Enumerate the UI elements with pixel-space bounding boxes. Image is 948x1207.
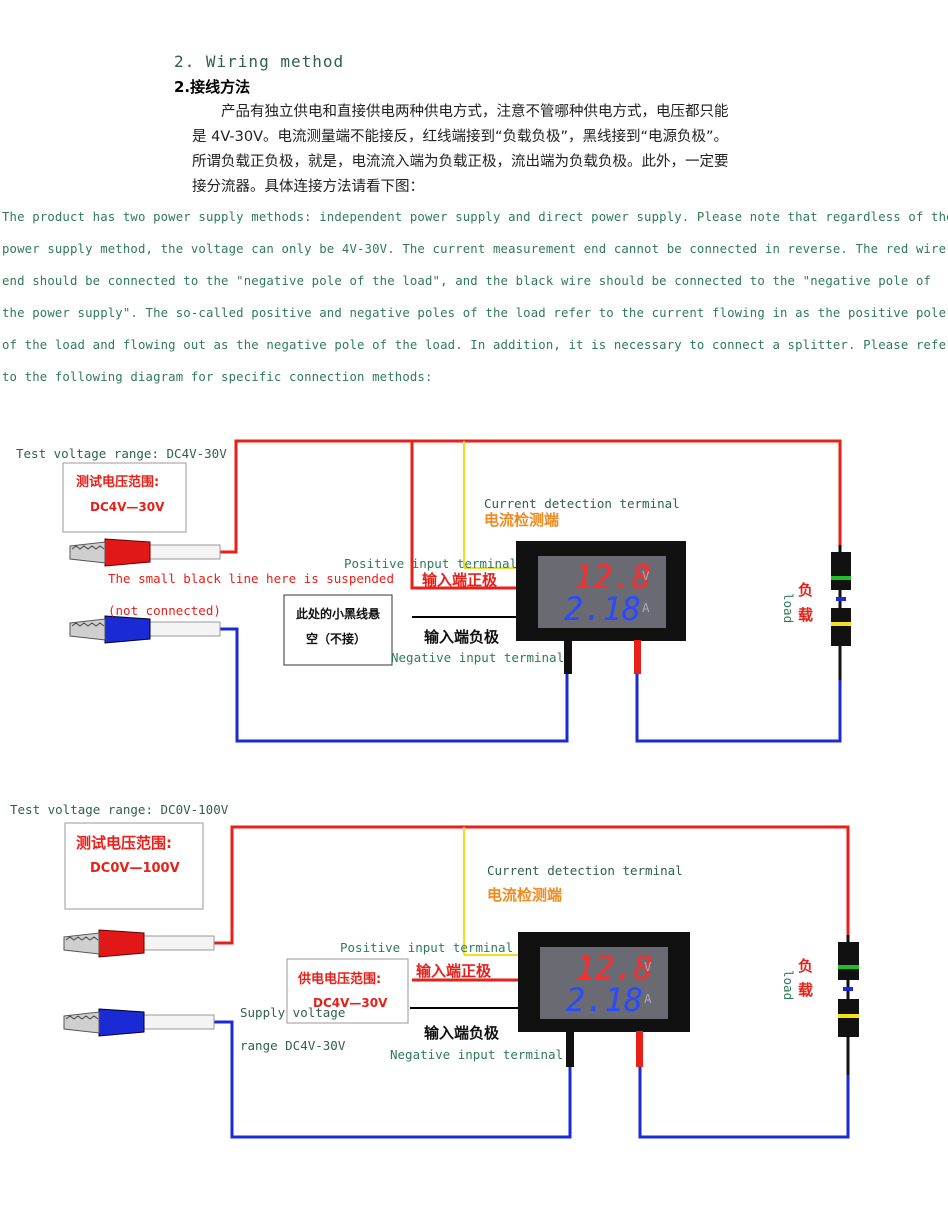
- en-paragraph-line: the power supply". The so-called positiv…: [2, 306, 947, 320]
- zh-paragraph-line: 所谓负载正负极，就是，电流流入端为负载正极，流出端为负载负极。此外，一定要: [192, 154, 729, 170]
- test-range-zh-value-1: DC4V—30V: [90, 500, 165, 514]
- test-range-zh-2: 测试电压范围:: [76, 834, 172, 852]
- unit-a-1: A: [642, 600, 650, 615]
- voltage-reading-1: 12.8: [574, 558, 651, 596]
- negative-en-1: Negative input terminal: [391, 650, 564, 665]
- supply-range-zh-2: 供电电压范围:: [297, 971, 381, 987]
- black-line-zh-1: 此处的小黑线悬: [296, 606, 380, 621]
- test-range-zh-1: 测试电压范围:: [76, 474, 159, 490]
- load-zh-1b: 载: [798, 606, 813, 624]
- test-range-en-1: Test voltage range: DC4V-30V: [16, 446, 227, 461]
- not-connected-1: (not connected): [108, 603, 221, 618]
- current-terminal-en-1: Current detection terminal: [484, 496, 680, 511]
- negative-en-2: Negative input terminal: [390, 1047, 563, 1062]
- negative-zh-1: 输入端负极: [424, 628, 500, 646]
- blue-clip-2: [63, 1008, 215, 1037]
- en-paragraph-line: The product has two power supply methods…: [2, 210, 948, 224]
- load-resistor-2: [838, 935, 859, 1075]
- load-en-1: load: [781, 593, 796, 623]
- positive-zh-1: 输入端正极: [422, 571, 498, 589]
- en-paragraph-line: of the load and flowing out as the negat…: [2, 338, 948, 352]
- unit-v-1: V: [642, 568, 650, 583]
- blue-wire-1: [220, 627, 842, 743]
- load-zh-2: 负: [798, 957, 813, 975]
- current-terminal-en-2: Current detection terminal: [487, 863, 683, 878]
- voltage-reading-2: 12.8: [576, 949, 653, 987]
- red-wire-1: [220, 439, 842, 590]
- supply-range-zh-value-2: DC4V—30V: [313, 996, 388, 1010]
- zh-paragraph-line: 接分流器。具体连接方法请看下图：: [192, 179, 424, 195]
- test-range-box-1: [62, 462, 187, 533]
- load-zh-2b: 载: [798, 981, 813, 999]
- blue-wire-2: [214, 1020, 850, 1139]
- positive-en-2: Positive input terminal: [340, 940, 513, 955]
- supply-range-box-2: [286, 958, 409, 1024]
- zh-paragraph-line: 是 4V-30V。电流测量端不能接反，红线端接到“负载负极”，黑线接到“电源负极…: [192, 129, 729, 145]
- suspended-note-1: The small black line here is suspended: [108, 571, 394, 586]
- supply-en-2b: range DC4V-30V: [240, 1038, 346, 1053]
- unit-a-2: A: [644, 991, 652, 1006]
- en-paragraph-line: power supply method, the voltage can onl…: [2, 242, 947, 256]
- panel-meter-1: [516, 541, 686, 674]
- section-title-en: 2. Wiring method: [174, 52, 345, 71]
- panel-meter-2: [518, 932, 690, 1067]
- load-resistor-1: [831, 545, 851, 680]
- current-terminal-zh-2: 电流检测端: [487, 886, 562, 904]
- positive-zh-2: 输入端正极: [416, 962, 492, 980]
- en-paragraph-line: to the following diagram for specific co…: [2, 370, 433, 384]
- red-clip-2: [63, 929, 215, 958]
- unit-v-2: V: [644, 959, 652, 974]
- red-clip-1: [69, 538, 221, 567]
- current-reading-2: 2.18: [566, 981, 643, 1019]
- black-line-note-box-1: [283, 594, 393, 666]
- load-zh-1: 负: [798, 581, 813, 599]
- test-range-box-2: [64, 822, 204, 910]
- negative-zh-2: 输入端负极: [424, 1024, 500, 1042]
- black-line-zh-1b: 空（不接）: [306, 631, 366, 646]
- positive-en-1: Positive input terminal: [344, 556, 517, 571]
- load-en-2: load: [781, 970, 796, 1000]
- test-range-zh-value-2: DC0V—100V: [90, 861, 180, 876]
- zh-paragraph-line: 产品有独立供电和直接供电两种供电方式，注意不管哪种供电方式，电压都只能: [192, 104, 729, 120]
- section-title-zh: 2.接线方法: [174, 78, 251, 96]
- en-paragraph-line: end should be connected to the "negative…: [2, 274, 932, 288]
- blue-clip-1: [69, 615, 221, 644]
- supply-en-2: Supply voltage: [240, 1005, 345, 1020]
- red-wire-2: [214, 825, 850, 982]
- current-reading-1: 2.18: [564, 590, 641, 628]
- test-range-en-2: Test voltage range: DC0V-100V: [10, 802, 229, 817]
- current-terminal-zh-1: 电流检测端: [484, 511, 559, 529]
